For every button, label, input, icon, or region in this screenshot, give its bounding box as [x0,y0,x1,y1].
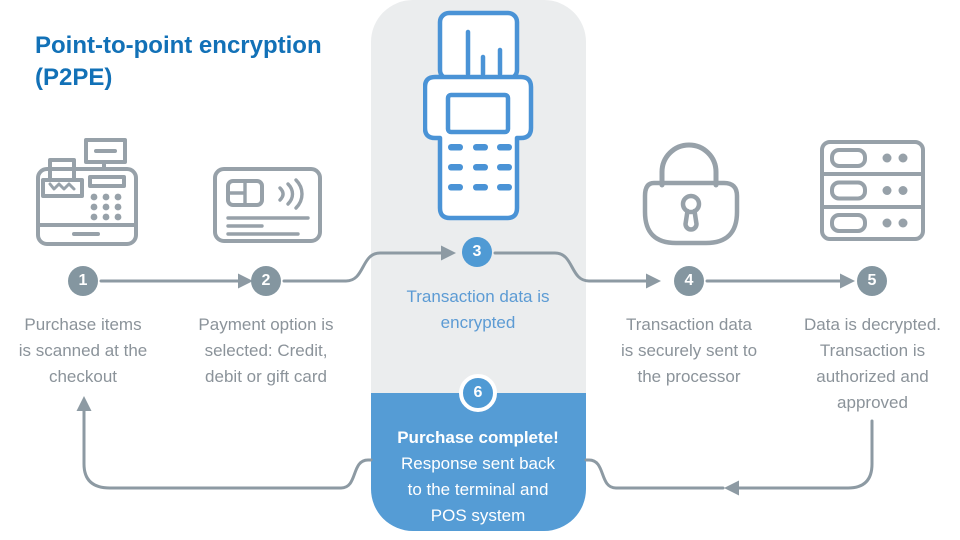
padlock-icon [642,142,740,246]
arrowhead-to-step4 [646,273,661,289]
step-number-2: 2 [261,272,271,289]
step-badge-3: 3 [462,237,492,267]
server-icon [820,140,925,241]
payment-terminal-icon [423,10,534,221]
arrowhead-to-box [724,480,739,496]
step-caption-1: Purchase items is scanned at the checkou… [18,315,148,386]
arrowhead-to-step5 [840,273,855,289]
purchase-complete-caption: Response sent back to the terminal and P… [400,454,556,525]
purchase-complete-box [371,393,586,531]
step-badge-6: 6 [459,374,497,412]
step-caption-2: Payment option is selected: Credit, debi… [198,315,334,386]
step-badge-1: 1 [68,266,98,296]
step-number-6: 6 [473,384,483,401]
step-caption-5: Data is decrypted. Transaction is author… [803,315,941,412]
step-number-1: 1 [78,272,88,289]
step-number-3: 3 [472,243,482,260]
step-badge-4: 4 [674,266,704,296]
page-title: Point-to-point encryption (P2PE) [35,32,322,91]
arrow-step5-to-box [584,419,874,490]
purchase-complete-headline: Purchase complete! [397,428,559,447]
arrowhead-to-step1 [76,396,92,411]
step-number-5: 5 [867,272,877,289]
credit-card-icon [213,167,322,243]
step-caption-3: Transaction data is encrypted [406,287,550,332]
arrow-box-to-step1 [82,409,373,490]
step-caption-4: Transaction data is securely sent to the… [620,315,758,386]
step-number-4: 4 [684,272,694,289]
step-badge-2: 2 [251,266,281,296]
cash-register-icon [36,138,138,246]
step-badge-5: 5 [857,266,887,296]
